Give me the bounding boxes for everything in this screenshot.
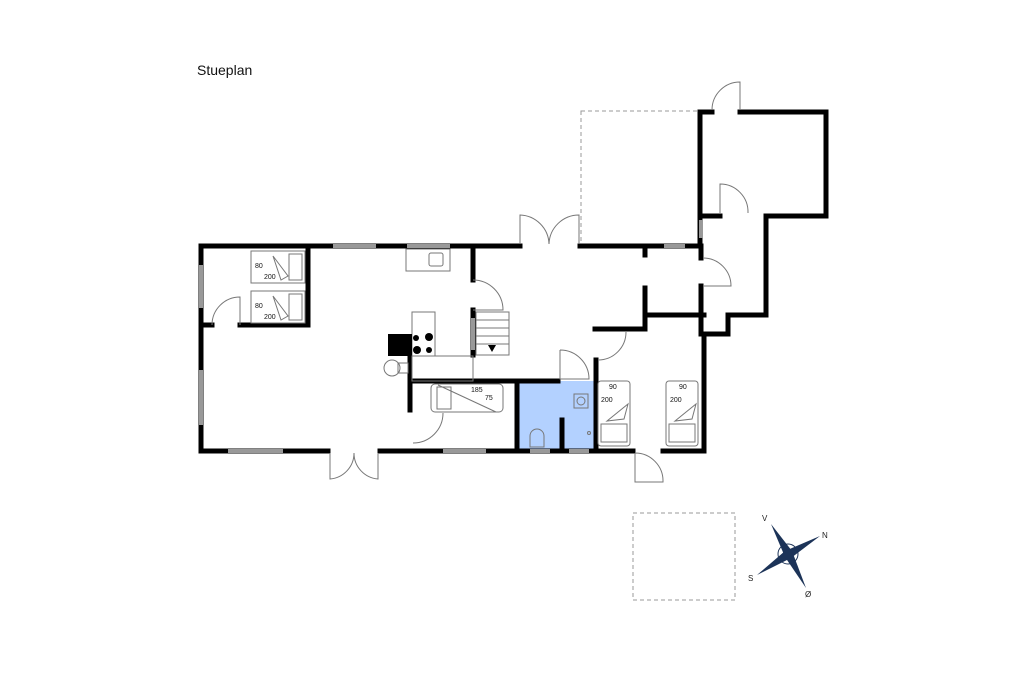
bathroom-fixtures: [529, 393, 591, 448]
sink-icon: [428, 252, 444, 267]
interior-walls: [198, 243, 707, 454]
compass-east: Ø: [805, 590, 811, 599]
compass-rose-icon: N V S Ø: [748, 514, 828, 599]
svg-text:90: 90: [679, 384, 687, 391]
bathroom: [519, 381, 596, 450]
svg-text:200: 200: [264, 314, 276, 321]
svg-text:80: 80: [255, 303, 263, 310]
stair-arrow-icon: [488, 345, 496, 352]
stairs: [475, 311, 510, 356]
bed: 90 200: [665, 380, 699, 447]
doors: [211, 81, 749, 483]
oven-icon: [388, 334, 412, 356]
kitchen: [383, 248, 474, 382]
svg-text:200: 200: [670, 397, 682, 404]
plan-title: Stueplan: [197, 62, 253, 78]
svg-text:200: 200: [264, 274, 276, 281]
bed: 185 75: [430, 383, 504, 413]
compass-west: V: [762, 514, 768, 523]
terrace-area: [580, 110, 701, 247]
svg-text:80: 80: [255, 263, 263, 270]
washbasin-icon: [576, 396, 586, 406]
compass-south: S: [748, 574, 753, 583]
exterior-walls: [198, 109, 829, 454]
compass-north: N: [822, 531, 828, 540]
windows: [199, 220, 703, 453]
svg-text:75: 75: [485, 395, 493, 402]
toilet-icon: [529, 428, 545, 448]
svg-text:90: 90: [609, 384, 617, 391]
bed: 80 200: [250, 290, 306, 324]
svg-text:185: 185: [471, 387, 483, 394]
stove-icon: [383, 359, 401, 377]
bed: 90 200: [597, 380, 631, 447]
bed: 80 200: [250, 250, 306, 284]
terrace-area: [632, 512, 736, 601]
svg-text:200: 200: [601, 397, 613, 404]
